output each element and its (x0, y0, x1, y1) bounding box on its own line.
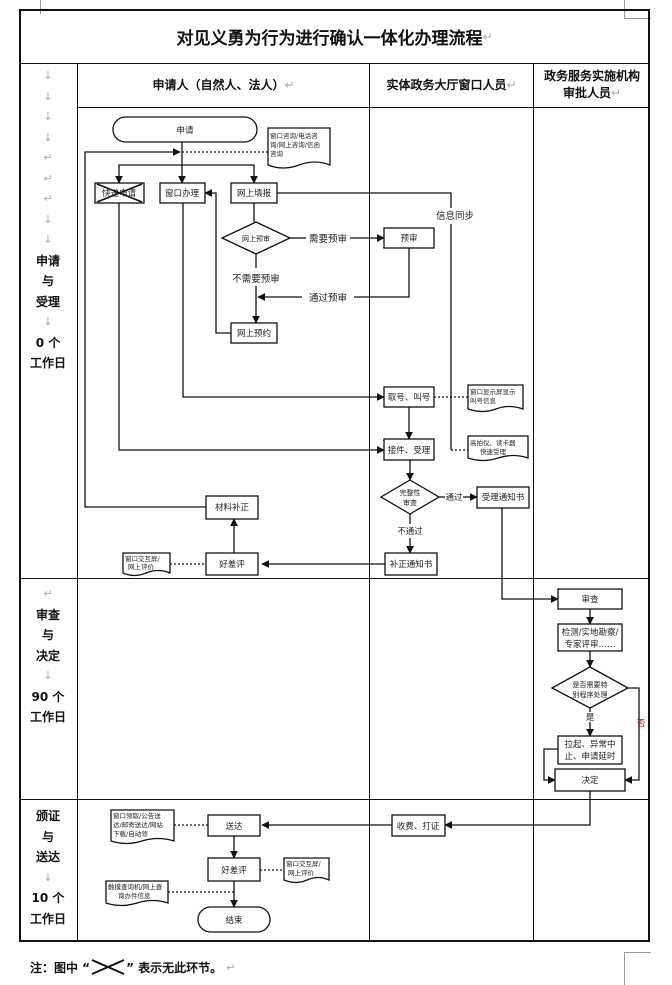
col-divider-0 (77, 63, 78, 942)
return-mark: ↵ (226, 960, 236, 974)
stage-text: 工作日 (29, 356, 66, 370)
down-mark: ↓ (43, 669, 53, 682)
column-header-text: 审批人员 (562, 86, 611, 100)
column-header-text: 政务服务实施机构 (543, 69, 640, 83)
down-mark: ↓ (43, 89, 53, 103)
column-header-approver: 政务服务实施机构 审批人员↵ (534, 63, 650, 107)
stage-label-deliver: 颁证 与 送达 ↓ 10 个 工作日 (19, 806, 77, 929)
column-header-text: 申请人（自然人、法人） (152, 77, 285, 92)
down-mark: ↓ (43, 315, 53, 328)
stage-text: 与 (41, 829, 54, 844)
stage-divider-2 (19, 799, 650, 800)
return-mark: ↵ (43, 151, 53, 164)
return-mark: ↵ (43, 587, 53, 600)
return-mark: ↵ (482, 29, 493, 44)
return-mark: ↵ (506, 77, 517, 92)
header-divider (77, 107, 650, 108)
stage-divider-1 (19, 578, 650, 579)
return-mark: ↵ (610, 86, 622, 100)
column-header-text: 实体政务大厅窗口人员 (386, 77, 507, 92)
down-mark: ↓ (43, 110, 53, 123)
note-prefix: 注：图中 “ (30, 960, 91, 975)
stage-text: 工作日 (29, 710, 66, 724)
down-mark: ↓ (43, 130, 53, 144)
column-header-applicant: 申请人（自然人、法人）↵ (78, 63, 369, 107)
title-divider (19, 63, 650, 64)
stage-text: 受理 (35, 294, 60, 309)
stage-text: 与 (41, 628, 54, 642)
note-suffix: ” 表示无此环节。 (126, 960, 223, 975)
return-mark: ↵ (43, 192, 53, 205)
stage-text: 0 个 (35, 335, 61, 350)
stage-text: 颁证 (35, 809, 60, 823)
stage-text: 送达 (35, 850, 60, 864)
flow-table (19, 9, 650, 942)
page-title: 对见义勇为行为进行确认一体化办理流程↵ (19, 9, 650, 64)
down-mark: ↓ (43, 233, 53, 246)
col-divider-2 (533, 63, 534, 942)
stage-text: 决定 (35, 648, 60, 663)
stage-text: 工作日 (29, 911, 66, 926)
stage-text: 审查 (35, 607, 60, 622)
down-mark: ↓ (43, 870, 53, 884)
cross-mark-icon (91, 959, 125, 975)
footnote: 注：图中 “ ” 表示无此环节。 ↵ (30, 958, 235, 976)
title-text: 对见义勇为行为进行确认一体化办理流程 (176, 29, 483, 49)
page-corner-mark (624, 952, 651, 985)
stage-text: 90 个 (31, 689, 65, 704)
stage-text: 10 个 (31, 891, 65, 905)
column-header-window-staff: 实体政务大厅窗口人员↵ (370, 63, 533, 107)
return-mark: ↵ (284, 77, 295, 92)
col-divider-1 (369, 63, 370, 942)
down-mark: ↓ (43, 212, 53, 226)
page-corner-mark (0, 0, 41, 14)
stage-text: 申请 (35, 253, 60, 268)
return-mark: ↵ (43, 171, 53, 185)
stage-label-accept: ↓ ↓ ↓ ↓ ↵ ↵ ↵ ↓ ↓ 申请 与 受理 ↓ 0 个 工作日 (19, 66, 77, 374)
down-mark: ↓ (43, 69, 53, 82)
stage-text: 与 (41, 274, 54, 288)
stage-label-review: ↵ 审查 与 决定 ↓ 90 个 工作日 (19, 584, 77, 728)
